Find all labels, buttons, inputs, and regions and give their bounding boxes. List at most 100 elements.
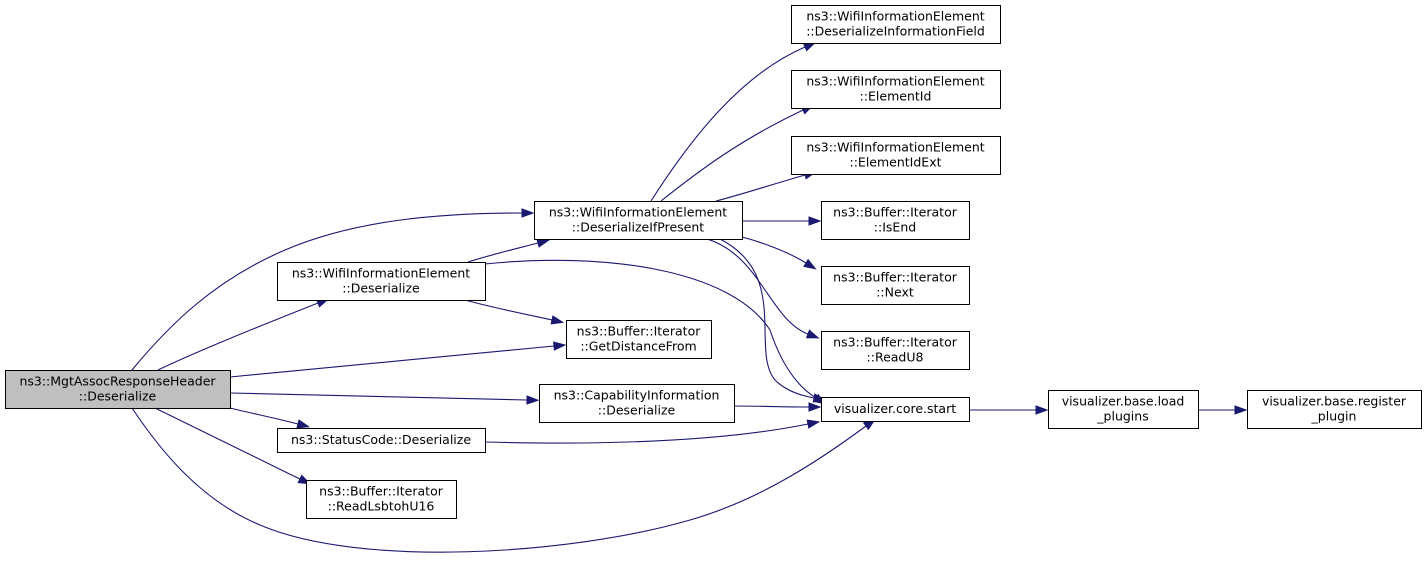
node-label-line: ::Deserialize <box>342 281 420 296</box>
node-box[interactable] <box>791 70 1001 109</box>
edge-line <box>464 299 553 321</box>
node-label-line: ns3::Buffer::Iterator <box>833 270 958 285</box>
node-label-line: ::ReadU8 <box>867 350 924 365</box>
edge-line <box>719 238 815 399</box>
node-wie_deser[interactable]: ns3::WifiInformationElement::Deserialize <box>277 262 486 301</box>
node-label-line: ::GetDistanceFrom <box>580 339 696 354</box>
arrowhead <box>553 341 567 351</box>
edge-wie_deser-to-wie_ifpresent <box>467 238 551 263</box>
node-root[interactable]: ns3::MgtAssocResponseHeader::Deserialize <box>5 370 231 409</box>
arrowhead <box>296 419 311 429</box>
node-box[interactable] <box>5 370 231 409</box>
edge-line <box>229 407 299 425</box>
edge-root-to-wie_deser <box>157 298 330 371</box>
arrowhead <box>808 402 822 412</box>
node-label-line: ::ElementIdExt <box>850 155 942 170</box>
edge-capinfo-to-vstart <box>733 402 822 412</box>
edge-line <box>733 405 810 408</box>
edge-line <box>154 407 301 480</box>
node-elementid[interactable]: ns3::WifiInformationElement::ElementId <box>791 70 1001 109</box>
edge-line <box>229 345 555 378</box>
node-capinfo[interactable]: ns3::CapabilityInformation::Deserialize <box>539 384 735 423</box>
arrowhead <box>806 419 821 429</box>
arrowhead <box>1234 405 1248 415</box>
edge-line <box>484 423 809 444</box>
node-label-line: ::ReadLsbtohU16 <box>328 499 435 514</box>
edge-vstart-to-loadplugins <box>969 405 1049 415</box>
edge-line <box>229 392 528 401</box>
arrowhead <box>550 315 565 325</box>
arrowhead <box>803 258 817 270</box>
edge-wie_ifpresent-to-elementidext <box>715 170 817 202</box>
node-label-line: ns3::WifiInformationElement <box>292 266 470 281</box>
node-box[interactable] <box>821 397 970 422</box>
node-label-line: ns3::Buffer::Iterator <box>833 205 958 220</box>
node-box[interactable] <box>534 201 743 240</box>
node-label-line: ::IsEnd <box>874 220 916 235</box>
edge-wie_ifpresent-to-deser_field <box>650 42 817 202</box>
edge-line <box>715 174 806 202</box>
node-label-line: visualizer.core.start <box>834 401 956 416</box>
edge-root-to-vstart <box>131 407 877 553</box>
node-box[interactable] <box>821 331 970 370</box>
node-label-line: ::Deserialize <box>598 403 676 418</box>
edge-line <box>741 236 807 264</box>
node-label-line: ::ElementId <box>860 89 932 104</box>
node-label-line: ::Next <box>876 285 914 300</box>
node-label-line: ns3::Buffer::Iterator <box>833 335 958 350</box>
node-box[interactable] <box>821 266 970 305</box>
node-getdist[interactable]: ns3::Buffer::Iterator::GetDistanceFrom <box>566 320 712 359</box>
arrowhead <box>805 329 820 339</box>
arrowhead <box>521 208 535 218</box>
node-vstart[interactable]: visualizer.core.start <box>821 397 970 422</box>
node-box[interactable] <box>791 136 1001 175</box>
node-label-line: ns3::MgtAssocResponseHeader <box>19 374 216 389</box>
node-label-line: ns3::StatusCode::Deserialize <box>291 432 471 447</box>
node-registerplugin[interactable]: visualizer.base.register_plugin <box>1247 390 1422 429</box>
node-readlsb[interactable]: ns3::Buffer::Iterator::ReadLsbtohU16 <box>306 480 457 519</box>
node-readu8[interactable]: ns3::Buffer::Iterator::ReadU8 <box>821 331 970 370</box>
node-label-line: ns3::Buffer::Iterator <box>577 324 702 339</box>
edge-line <box>467 242 539 263</box>
node-deser_field[interactable]: ns3::WifiInformationElement::Deserialize… <box>791 5 1001 44</box>
edge-wie_ifpresent-to-readu8 <box>706 238 820 339</box>
edge-wie_ifpresent-to-isend <box>742 216 822 226</box>
edge-root-to-capinfo <box>229 392 540 405</box>
node-label-line: ns3::WifiInformationElement <box>549 205 727 220</box>
arrowhead <box>808 216 822 226</box>
arrowhead <box>526 395 540 405</box>
node-box[interactable] <box>539 384 735 423</box>
node-box[interactable] <box>821 201 970 240</box>
node-isend[interactable]: ns3::Buffer::Iterator::IsEnd <box>821 201 970 240</box>
node-next[interactable]: ns3::Buffer::Iterator::Next <box>821 266 970 305</box>
edge-root-to-status <box>229 407 311 429</box>
edge-root-to-wie_ifpresent <box>131 208 535 371</box>
node-box[interactable] <box>791 5 1001 44</box>
edge-status-to-vstart <box>484 419 821 444</box>
edge-line <box>706 238 809 335</box>
node-box[interactable] <box>306 480 457 519</box>
node-box[interactable] <box>277 262 486 301</box>
edge-loadplugins-to-registerplugin <box>1198 405 1248 415</box>
node-wie_ifpresent[interactable]: ns3::WifiInformationElement::Deserialize… <box>534 201 743 240</box>
node-box[interactable] <box>566 320 712 359</box>
edge-line <box>650 46 806 202</box>
edge-line <box>484 259 817 399</box>
node-loadplugins[interactable]: visualizer.base.load_plugins <box>1048 390 1199 429</box>
node-box[interactable] <box>1048 390 1199 429</box>
node-label-line: _plugin <box>1311 409 1357 424</box>
edge-wie_deser-to-getdist <box>464 299 565 325</box>
arrowhead <box>536 238 551 248</box>
node-status[interactable]: ns3::StatusCode::Deserialize <box>277 428 486 453</box>
node-label-line: ns3::Buffer::Iterator <box>319 484 444 499</box>
node-label-line: ns3::WifiInformationElement <box>806 9 984 24</box>
node-label-line: ns3::WifiInformationElement <box>806 74 984 89</box>
node-label-line: visualizer.base.load <box>1062 394 1185 409</box>
node-label-line: ns3::CapabilityInformation <box>554 388 720 403</box>
node-box[interactable] <box>1247 390 1422 429</box>
node-elementidext[interactable]: ns3::WifiInformationElement::ElementIdEx… <box>791 136 1001 175</box>
node-box[interactable] <box>277 428 486 453</box>
node-label-line: _plugins <box>1096 409 1148 424</box>
nodes-layer: ns3::MgtAssocResponseHeader::Deserialize… <box>5 5 1422 519</box>
